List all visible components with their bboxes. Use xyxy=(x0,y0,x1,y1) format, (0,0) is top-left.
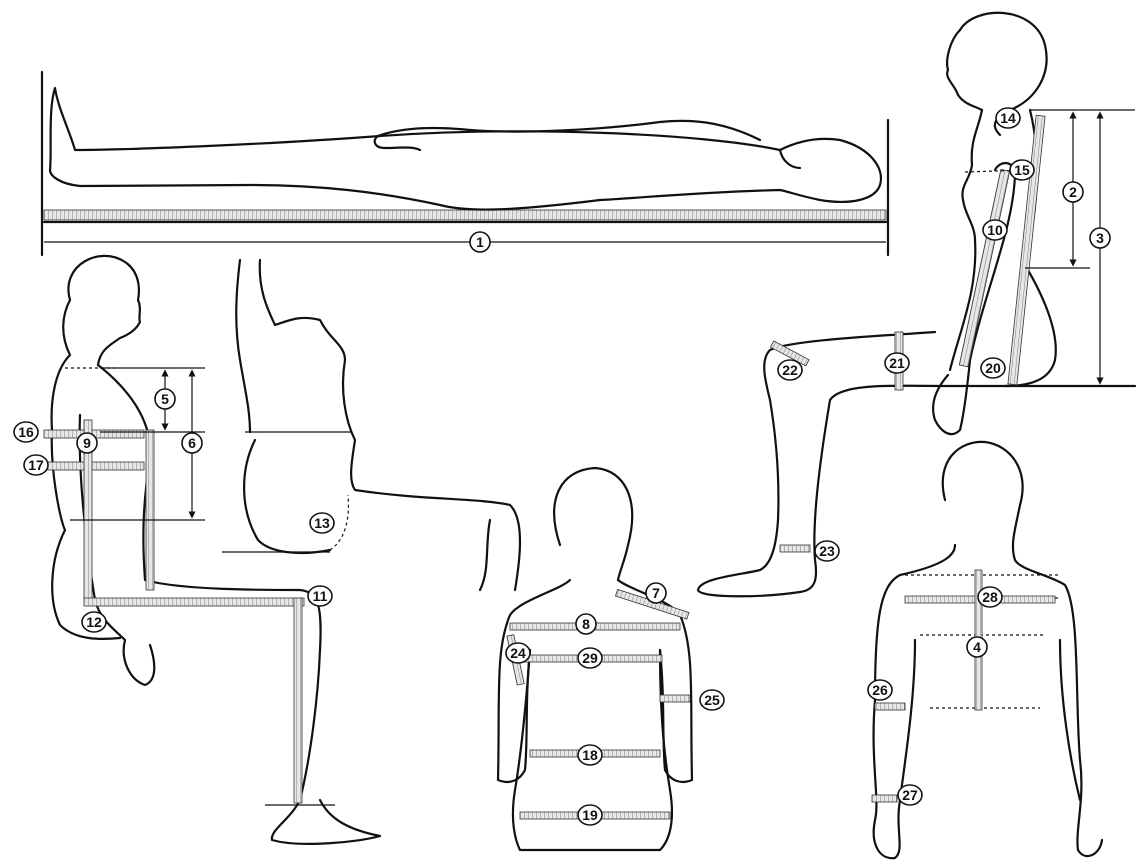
measurement-number: 8 xyxy=(582,616,590,632)
profile-figure xyxy=(222,260,520,590)
measurement-badge-27: 27 xyxy=(898,785,922,805)
measurement-number: 24 xyxy=(510,645,526,661)
measurement-badge-3: 3 xyxy=(1090,228,1110,248)
measurement-number: 20 xyxy=(985,360,1001,376)
back-tape xyxy=(1008,115,1045,384)
measurement-badge-19: 19 xyxy=(578,805,602,825)
measurement-number: 9 xyxy=(83,435,91,451)
measurement-number: 22 xyxy=(782,362,798,378)
measurement-badge-21: 21 xyxy=(885,353,909,373)
measurement-number: 7 xyxy=(652,585,660,601)
measurement-badge-14: 14 xyxy=(996,108,1020,128)
measurement-badge-20: 20 xyxy=(981,358,1005,378)
arm-tape xyxy=(959,169,1009,367)
measurement-badge-1: 1 xyxy=(470,232,490,252)
measurement-badge-26: 26 xyxy=(868,680,892,700)
measurement-badge-24: 24 xyxy=(506,643,530,663)
measurement-number: 6 xyxy=(188,435,196,451)
measurement-badge-7: 7 xyxy=(646,583,666,603)
measurement-number: 2 xyxy=(1069,184,1077,200)
thigh-length-tape xyxy=(84,598,304,606)
measurement-number: 26 xyxy=(872,682,888,698)
measurement-badge-9: 9 xyxy=(77,433,97,453)
measurement-number: 29 xyxy=(582,650,598,666)
measurement-number: 12 xyxy=(86,614,102,630)
measurement-number: 23 xyxy=(819,543,835,559)
upper-arm-back-tape xyxy=(660,695,690,702)
measurement-number: 16 xyxy=(18,424,34,440)
measurement-number: 21 xyxy=(889,355,905,371)
measurement-number: 1 xyxy=(476,234,484,250)
lying-figure xyxy=(42,72,888,255)
measurement-badge-5: 5 xyxy=(155,389,175,409)
measurement-badge-23: 23 xyxy=(815,541,839,561)
measurement-badge-8: 8 xyxy=(576,614,596,634)
measurement-number: 3 xyxy=(1096,230,1104,246)
measurement-number: 18 xyxy=(582,747,598,763)
measurement-badge-2: 2 xyxy=(1063,182,1083,202)
lying-length-tape xyxy=(44,210,886,220)
upper-arm-circ-tape xyxy=(875,703,905,710)
measurement-number: 27 xyxy=(902,787,918,803)
measurement-badge-28: 28 xyxy=(978,587,1002,607)
calf-tape xyxy=(780,545,810,552)
seated-side-figure-right xyxy=(698,13,1135,596)
measurement-number: 25 xyxy=(704,692,720,708)
measurement-badge-6: 6 xyxy=(182,433,202,453)
wrist-tape xyxy=(872,795,897,802)
measurement-badge-12: 12 xyxy=(82,612,106,632)
measurement-badge-11: 11 xyxy=(308,586,332,606)
measurement-number: 17 xyxy=(28,457,44,473)
measurement-badge-18: 18 xyxy=(578,745,602,765)
measurement-badge-4: 4 xyxy=(967,637,987,657)
waist-tape xyxy=(44,462,144,470)
measurement-number: 15 xyxy=(1014,162,1030,178)
measurement-number: 4 xyxy=(973,639,981,655)
measurement-badge-29: 29 xyxy=(578,648,602,668)
measurement-badge-16: 16 xyxy=(14,422,38,442)
lower-leg-tape xyxy=(294,598,302,803)
measurement-number: 5 xyxy=(161,391,169,407)
measurement-badge-15: 15 xyxy=(1010,160,1034,180)
measurement-number: 11 xyxy=(313,588,328,604)
measurement-badge-25: 25 xyxy=(700,690,724,710)
measurement-number: 19 xyxy=(582,807,598,823)
torso-tape xyxy=(146,430,154,590)
measurement-number: 28 xyxy=(982,589,998,605)
measurement-badge-17: 17 xyxy=(24,455,48,475)
measurement-number: 13 xyxy=(314,515,330,531)
measurement-badge-22: 22 xyxy=(778,360,802,380)
measurement-number: 10 xyxy=(987,222,1003,238)
measurement-badge-10: 10 xyxy=(983,220,1007,240)
measurement-badge-13: 13 xyxy=(310,513,334,533)
measurement-number: 14 xyxy=(1000,110,1016,126)
